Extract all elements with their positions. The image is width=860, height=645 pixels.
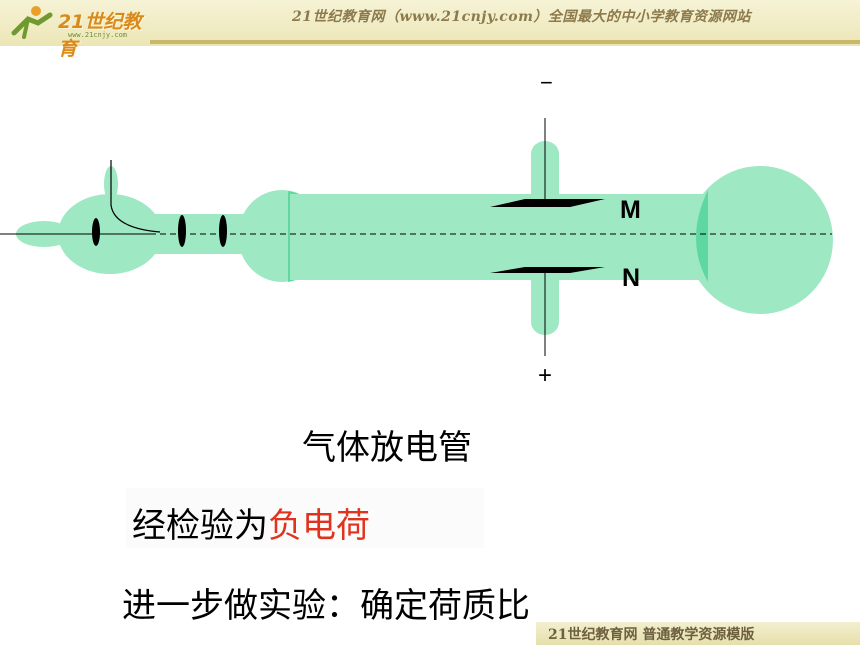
result-highlight: 负电荷 [268, 506, 370, 546]
result-line: 经检验为负电荷 [132, 498, 370, 547]
aperture-2 [178, 215, 186, 247]
plate-m [490, 199, 605, 207]
plate-n [490, 267, 605, 273]
screen-bulb-dark-edge [696, 190, 708, 282]
result-box [126, 488, 484, 548]
aperture-1 [92, 218, 100, 246]
footer-text: 21世纪教育网 普通教学资源模版 [548, 627, 755, 643]
main-tube [290, 194, 720, 280]
header-divider [150, 40, 860, 44]
site-logo[interactable]: 21世纪教育 www.21cnjy.com [6, 3, 146, 60]
screen-bulb [687, 166, 833, 314]
result-prefix: 经检验为 [132, 506, 268, 546]
footer-banner [536, 622, 860, 645]
negative-terminal-label: − [540, 70, 553, 95]
positive-terminal-label: + [538, 362, 553, 389]
tube-body [16, 141, 833, 335]
logo-text: 21世纪教育 [58, 11, 142, 60]
header-banner: 21世纪教育 www.21cnjy.com 21世纪教育网（www.21cnjy… [0, 0, 860, 60]
site-title: 21世纪教育网（www.21cnjy.com）全国最大的中小学教育资源网站 [292, 9, 751, 25]
plate-n-label: N [622, 264, 641, 292]
filament-wire [110, 160, 161, 233]
logo-url: www.21cnjy.com [68, 31, 128, 39]
next-step-text: 进一步做实验：确定荷质比 [122, 586, 530, 626]
runner-logo-icon [11, 6, 53, 39]
aperture-3 [219, 215, 227, 247]
plate-m-label: M [620, 196, 641, 224]
diagram-caption: 气体放电管 [302, 428, 472, 468]
